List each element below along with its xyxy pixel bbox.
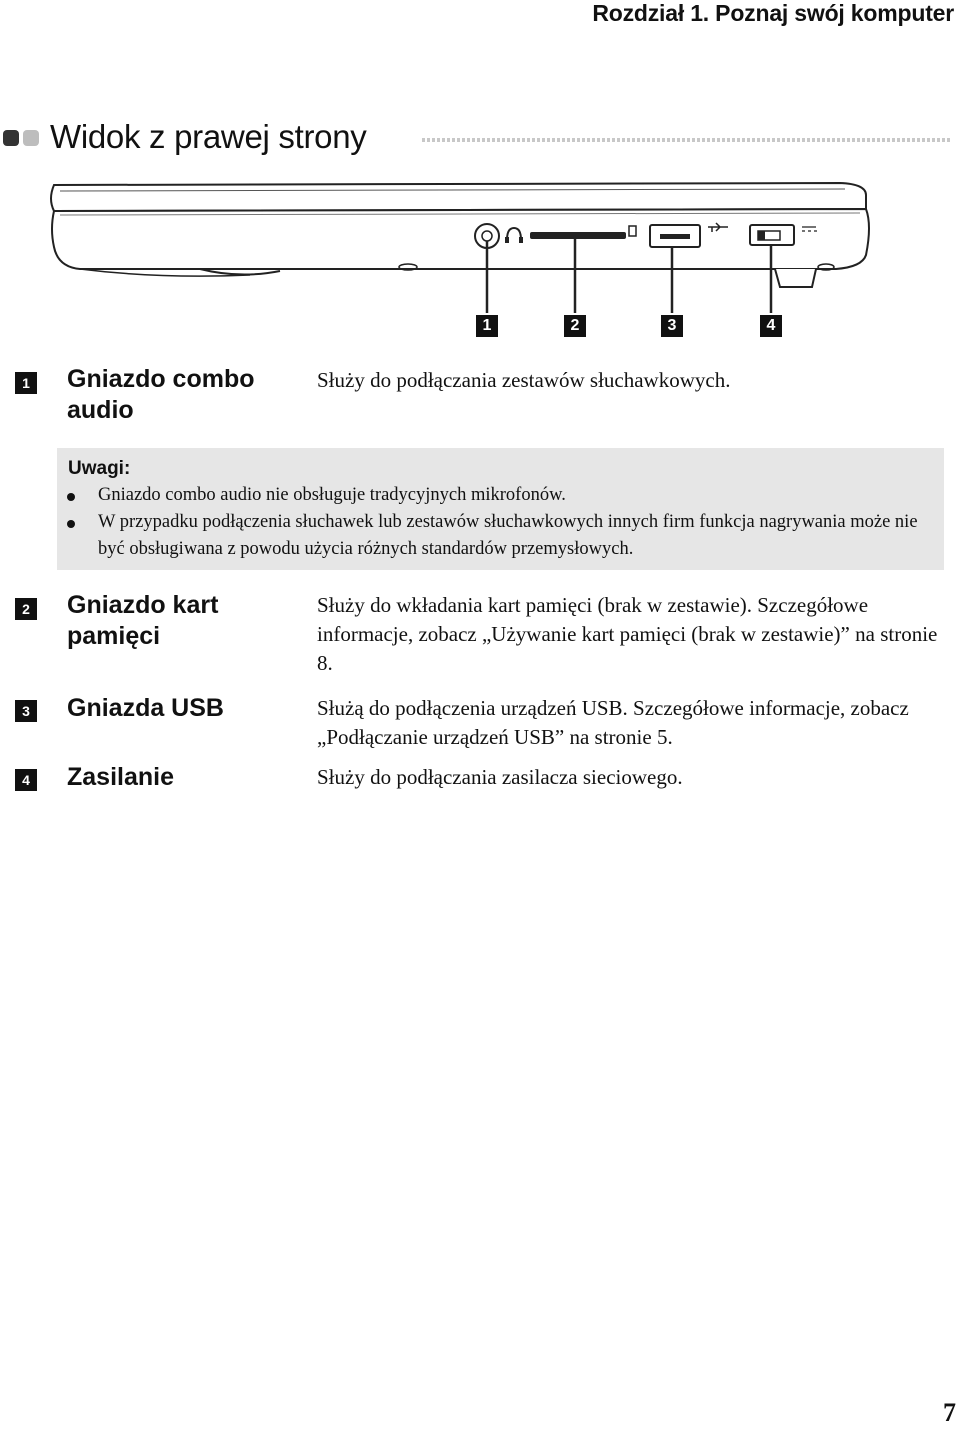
callout-3: 3 — [661, 315, 683, 337]
notes-title: Uwagi: — [68, 458, 131, 479]
headphone-icon — [506, 226, 522, 241]
title-dotted-rule — [422, 138, 950, 142]
section-title: Widok z prawej strony — [50, 118, 367, 155]
item-number-badge: 2 — [15, 598, 37, 620]
item-description: Służą do podłączenia urządzeń USB. Szcze… — [317, 696, 909, 749]
note-bullet — [67, 493, 75, 501]
laptop-side-drawing — [50, 181, 870, 313]
usb-icon — [708, 222, 728, 232]
laptop-right-side-illustration: 1 2 3 4 — [40, 175, 880, 345]
item-label: Gniazdo kart pamięci — [67, 591, 219, 650]
item-number-badge: 4 — [15, 769, 37, 791]
notes-box: Uwagi: Gniazdo combo audio nie obsługuje… — [57, 448, 944, 570]
note-text: Gniazdo combo audio nie obsługuje tradyc… — [98, 485, 566, 505]
foot-middle — [398, 263, 418, 271]
callout-2: 2 — [564, 315, 586, 337]
item-description: Służy do podłączania zasilacza siecioweg… — [317, 765, 683, 789]
base-seam — [59, 212, 861, 216]
base-bottom-curve — [79, 268, 251, 277]
item-label: Gniazdo combo audio — [67, 365, 255, 424]
dc-power-icon — [802, 226, 817, 232]
item-number-badge: 1 — [15, 372, 37, 394]
page-number: 7 — [943, 1398, 956, 1427]
foot-rear — [817, 263, 835, 271]
section-title-row: Widok z prawej strony — [0, 118, 960, 158]
laptop-lid — [50, 181, 867, 213]
note-text: W przypadku podłączenia słuchawek lub ze… — [98, 512, 918, 559]
chapter-header: Rozdział 1. Poznaj swój komputer — [592, 0, 954, 26]
card-slot-icon — [628, 225, 637, 237]
item-label: Gniazda USB — [67, 694, 224, 722]
section-marker-light-square — [23, 130, 39, 146]
note-bullet — [67, 520, 75, 528]
lid-edge-line — [59, 188, 846, 192]
foot-left — [199, 268, 281, 276]
power-port — [749, 224, 795, 246]
card-slot-port — [530, 232, 626, 239]
foot-right — [774, 268, 817, 288]
item-description: Służy do wkładania kart pamięci (brak w … — [317, 593, 938, 675]
callout-4: 4 — [760, 315, 782, 337]
item-description: Służy do podłączania zestawów słuchawkow… — [317, 368, 731, 392]
callout-1: 1 — [476, 315, 498, 337]
laptop-base — [51, 207, 870, 270]
item-number-badge: 3 — [15, 700, 37, 722]
item-label: Zasilanie — [67, 763, 174, 791]
section-marker-dark-square — [3, 130, 19, 146]
